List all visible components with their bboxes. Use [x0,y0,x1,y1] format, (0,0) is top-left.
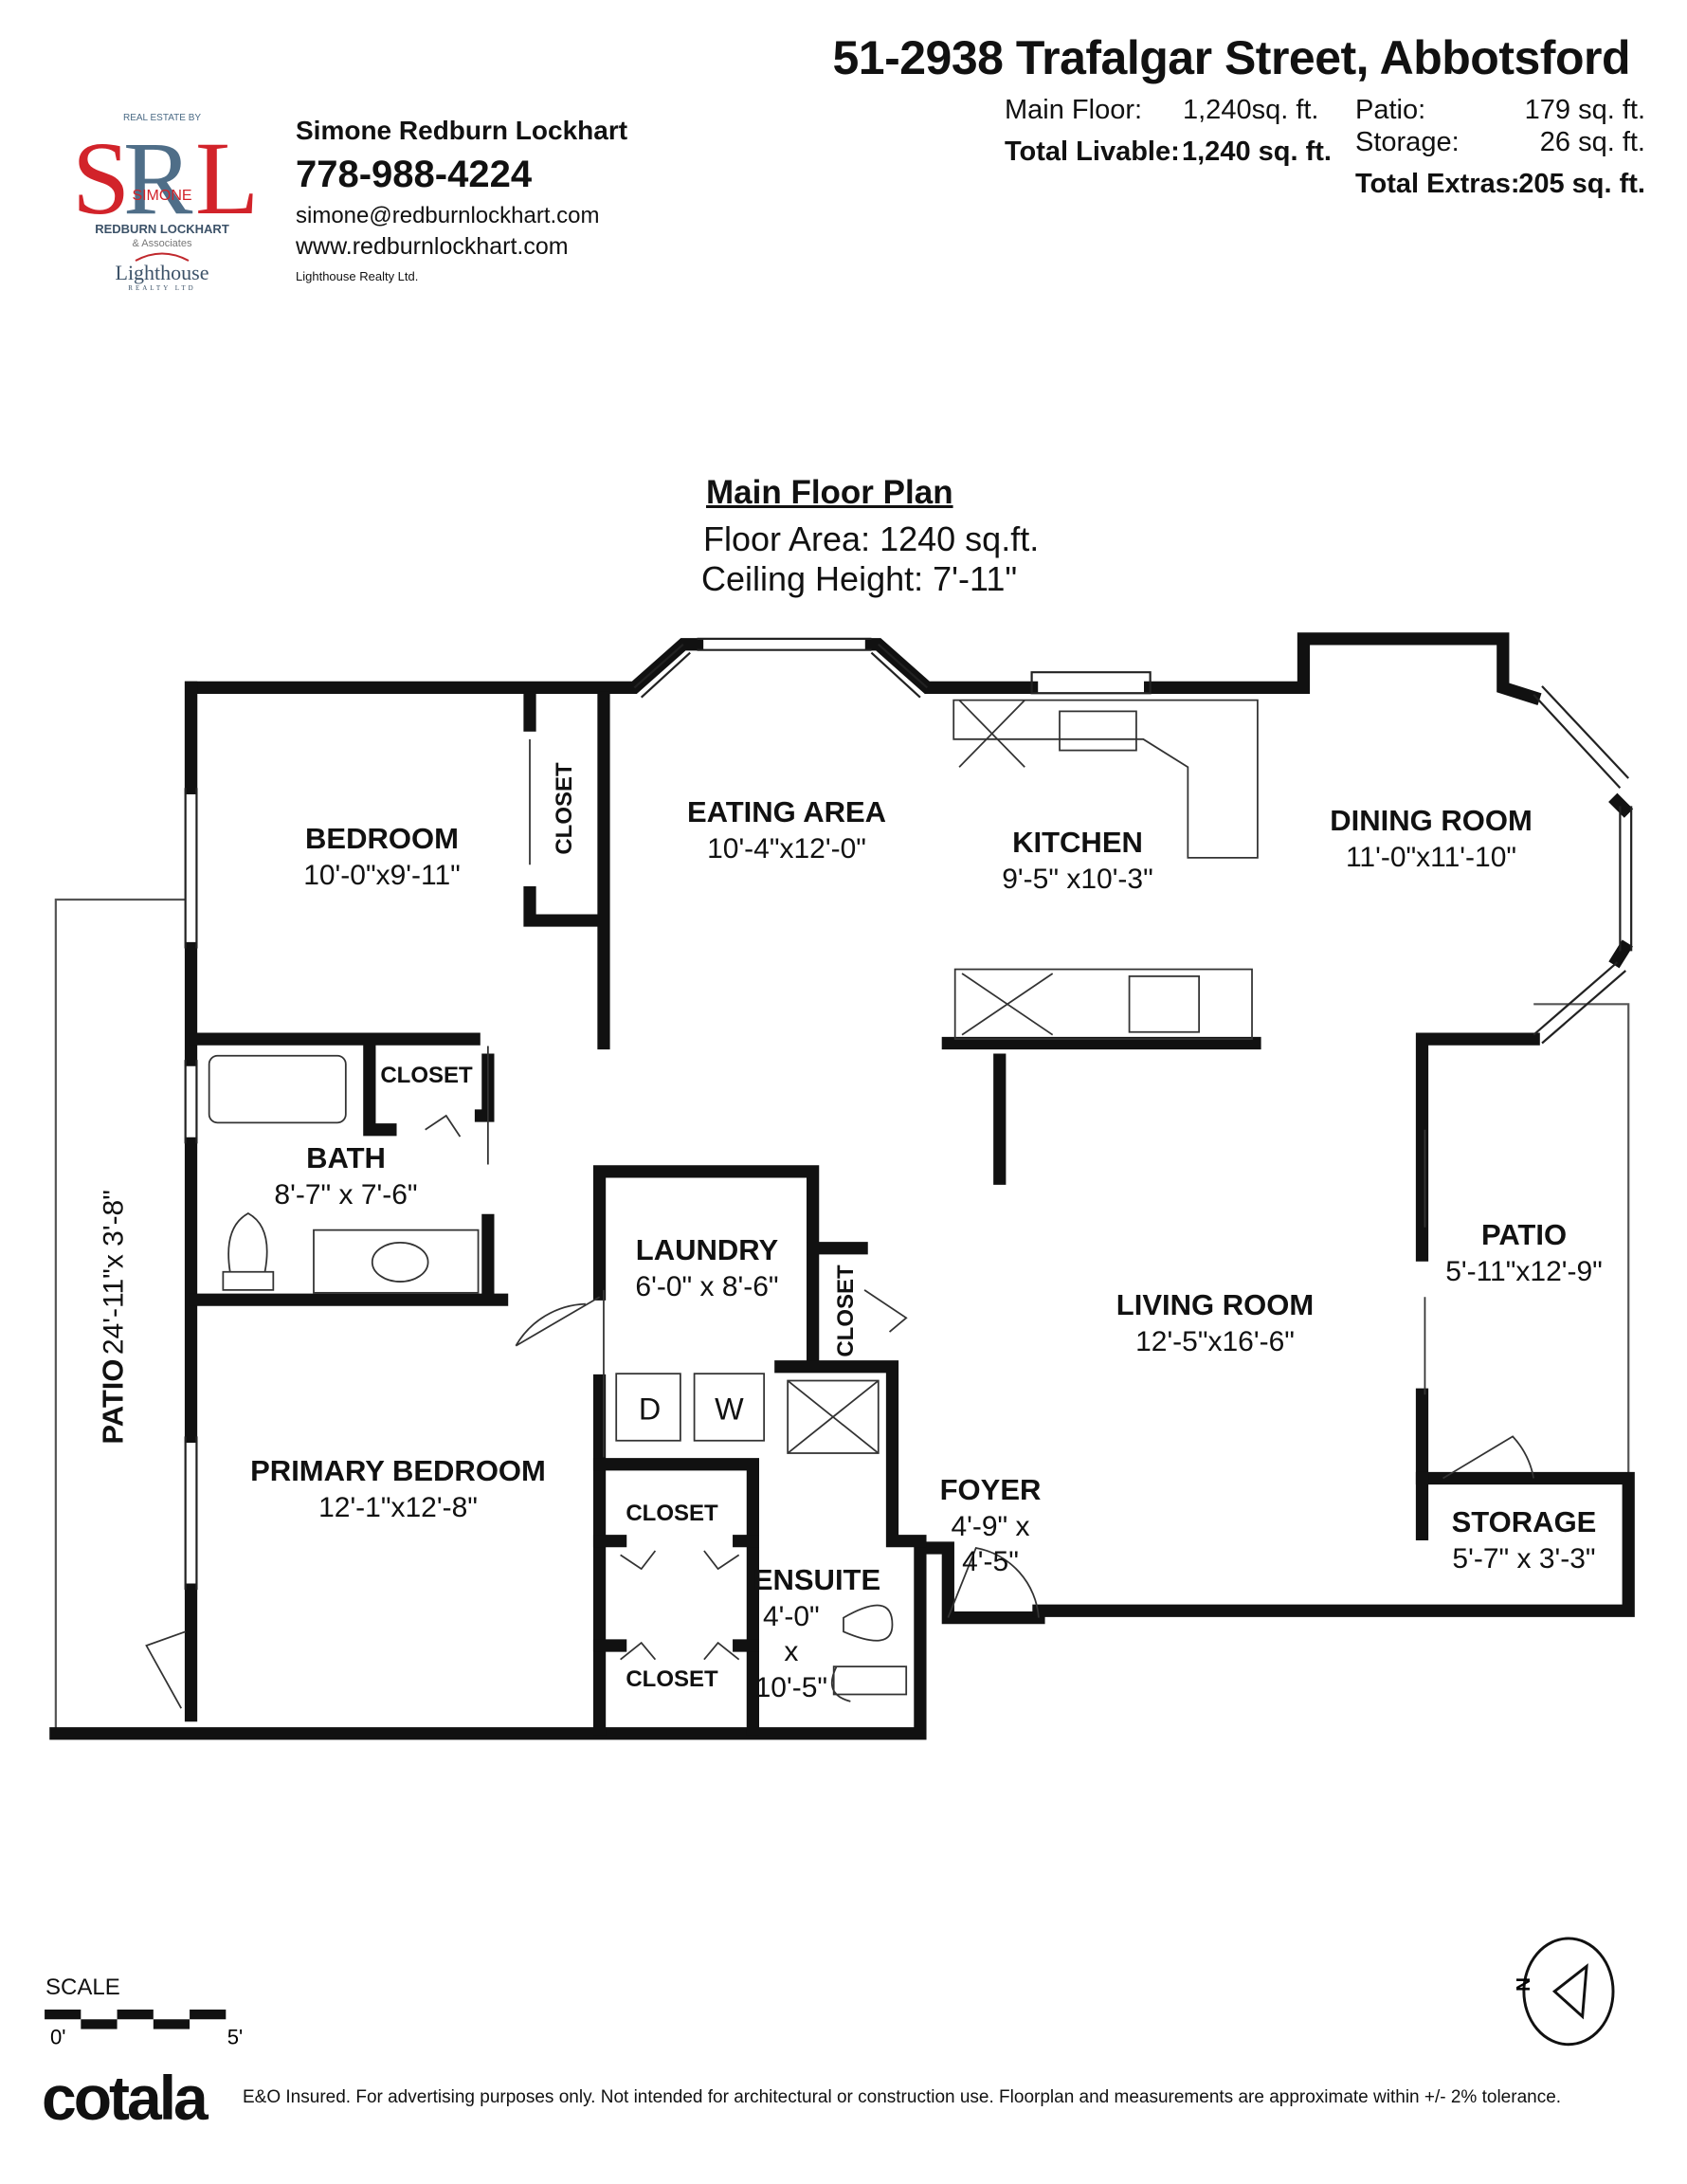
compass-icon: N [1513,1937,1615,2047]
room-patio-left: PATIO 24'-11"x 3'-8" [96,1190,130,1445]
scale-end: 5' [227,2026,243,2049]
storage-label: Storage: [1355,127,1460,157]
scale-bar: 0' 5' [45,2009,243,2049]
svg-text:REALTY LTD: REALTY LTD [128,284,195,292]
scale-label: SCALE [45,1975,120,2000]
main-floor-value: 1,240sq. ft. [1183,95,1319,125]
svg-text:R: R [123,120,193,236]
plan-ceiling-height: Ceiling Height: 7'-11" [701,559,1018,598]
svg-text:S: S [72,120,130,236]
closet-laundry: CLOSET [833,1265,859,1357]
closet-bedroom: CLOSET [552,762,577,855]
total-livable-label: Total Livable: [1005,136,1180,167]
srl-logo: REAL ESTATE BY S R L SIMONE REDBURN LOCK… [72,113,259,292]
cotala-logo: cotala [42,2063,209,2133]
property-address: 51-2938 Trafalgar Street, Abbotsford [832,31,1630,84]
dryer-label: D [639,1392,661,1427]
plan-title: Main Floor Plan [706,474,953,511]
windows [184,637,1633,1591]
closet-bath: CLOSET [380,1063,473,1088]
patio-label: Patio: [1355,95,1426,125]
total-extras-value: 205 sq. ft. [1518,169,1645,199]
svg-text:Lighthouse: Lighthouse [116,261,209,284]
brokerage-name: Lighthouse Realty Ltd. [296,269,419,283]
storage-value: 26 sq. ft. [1539,127,1645,157]
agent-website-link[interactable]: www.redburnlockhart.com [296,233,569,260]
svg-text:& Associates: & Associates [133,238,192,249]
disclaimer: E&O Insured. For advertising purposes on… [243,2087,1562,2107]
main-floor-label: Main Floor: [1005,95,1143,125]
agent-phone[interactable]: 778-988-4224 [296,154,533,195]
svg-text:SIMONE: SIMONE [132,188,191,204]
scale-start: 0' [50,2026,65,2049]
compass-north: N [1513,1977,1534,1992]
agent-email-link[interactable]: simone@redburnlockhart.com [296,203,600,228]
patio-value: 179 sq. ft. [1524,95,1645,125]
total-livable-value: 1,240 sq. ft. [1182,136,1332,167]
svg-text:REDBURN LOCKHART: REDBURN LOCKHART [95,222,229,236]
washer-label: W [715,1392,744,1427]
logo-tagline: REAL ESTATE BY [123,113,201,123]
fixtures [145,699,1535,1709]
agent-name: Simone Redburn Lockhart [296,116,628,145]
svg-text:L: L [195,120,259,236]
patio-outlines [54,898,1630,1734]
closet-primary-1: CLOSET [626,1501,718,1526]
plan-floor-area: Floor Area: 1240 sq.ft. [703,519,1040,558]
closet-primary-2: CLOSET [626,1666,718,1692]
total-extras-label: Total Extras: [1355,169,1520,199]
